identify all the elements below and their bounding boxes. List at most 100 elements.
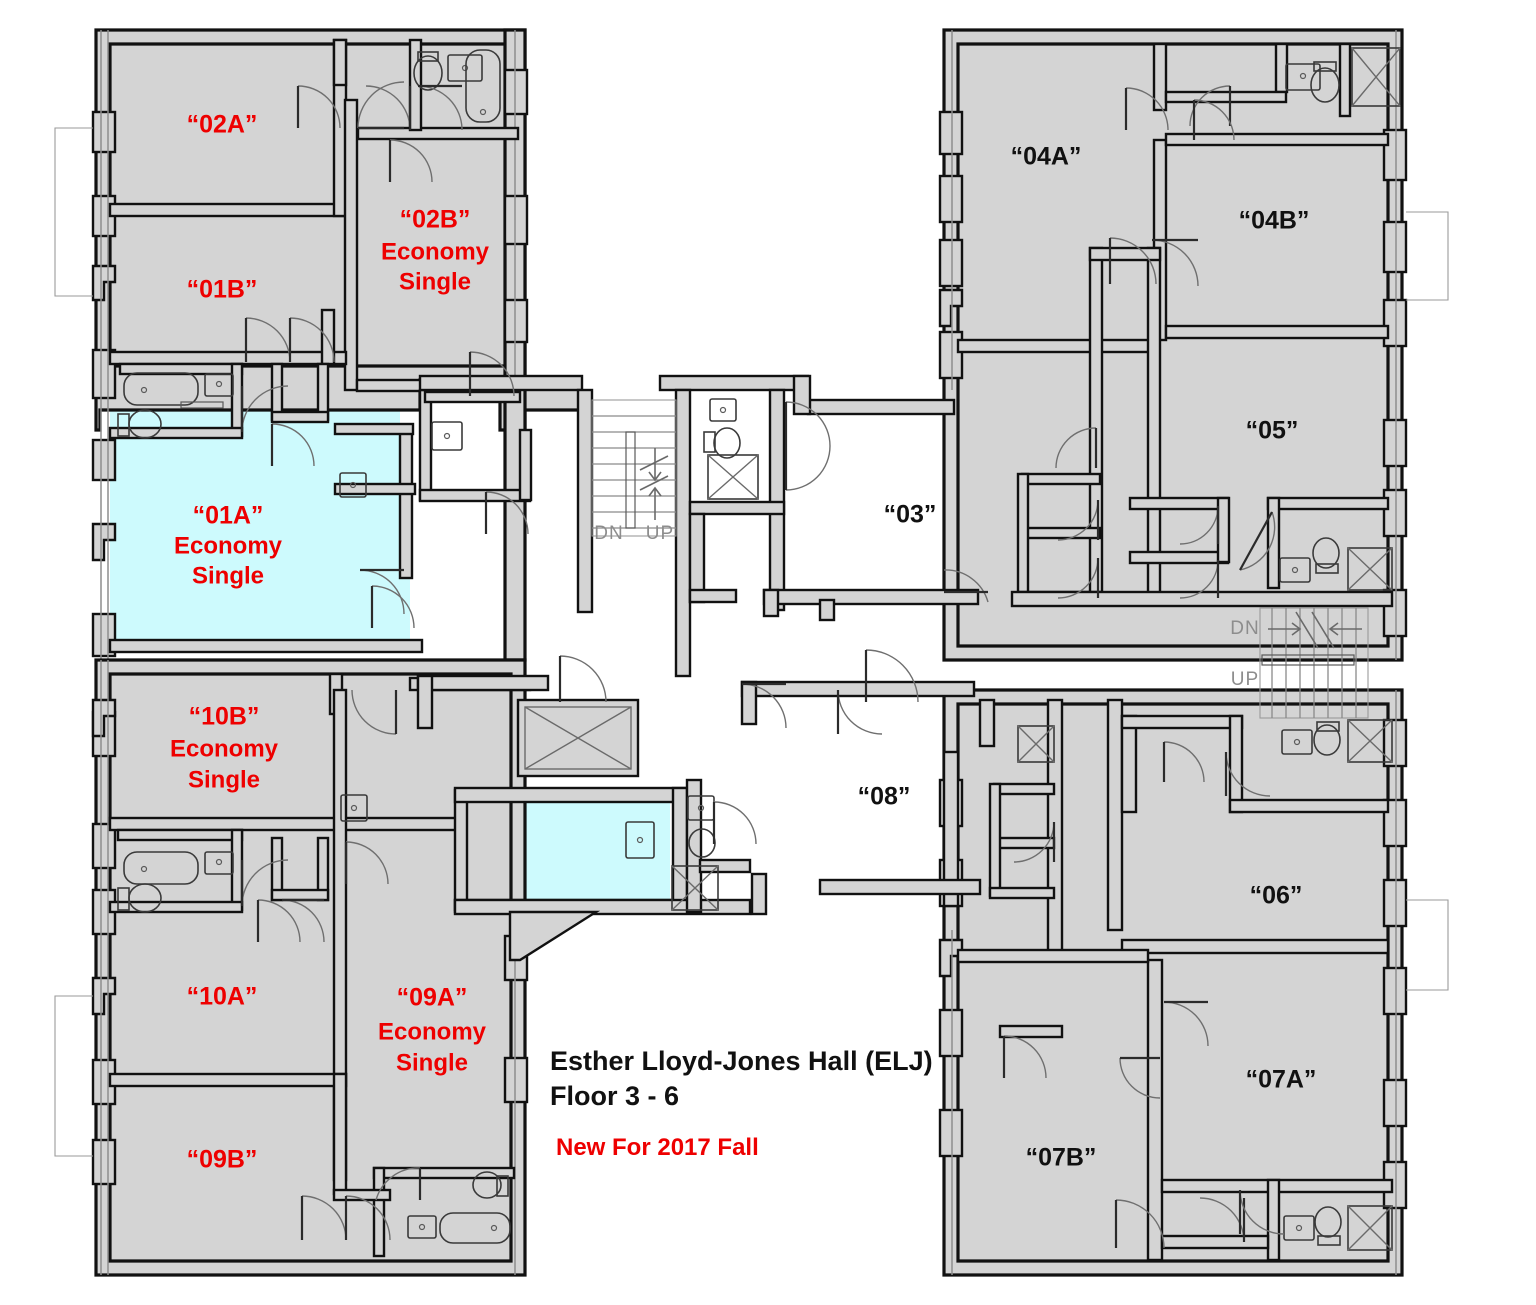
wall-corr-ur-w <box>1088 246 1104 602</box>
toilet-07 <box>1314 1206 1342 1238</box>
sink-09 <box>407 1215 437 1239</box>
exterior-pier-ur-l5 <box>938 330 964 380</box>
exterior-pier-ur-r3 <box>1382 298 1408 348</box>
wall-01A-nook-e <box>333 482 417 496</box>
exterior-pier-ll-7 <box>91 1138 117 1186</box>
balcony-ll <box>54 995 93 1157</box>
toilet-tank-01 <box>117 413 130 437</box>
wall-01A-east <box>398 428 414 580</box>
elevator-x-2 <box>524 706 632 770</box>
stair-east: DN UP <box>1230 607 1369 719</box>
wall-bath-10-south <box>108 900 244 914</box>
wall-08-south <box>818 878 982 896</box>
wall-01A-south <box>108 638 424 654</box>
exterior-pier-ul-r3 <box>503 298 529 344</box>
stair-west-arrow-up <box>648 486 662 520</box>
room-sub-09A-2: Single <box>396 1049 468 1076</box>
partitions-upper-right <box>956 42 1394 608</box>
wall-chamfer-ll <box>508 910 601 962</box>
wall-09-closet <box>332 1188 392 1202</box>
toilet-tank-09 <box>496 1175 509 1197</box>
wall-05-closet-w <box>1016 472 1030 604</box>
wall-vest-ul-s <box>418 488 532 503</box>
toilet-tank-07 <box>1317 1235 1341 1246</box>
toilet-04 <box>1310 67 1340 103</box>
exterior-pier-ur-r5 <box>1382 488 1408 538</box>
room-sub-02B-2: Single <box>399 268 471 295</box>
chase-west-core <box>707 454 759 500</box>
exterior-pier-ul-6 <box>91 522 117 562</box>
toilet-06 <box>1313 724 1341 756</box>
sink-ul-top <box>447 54 483 82</box>
exterior-pier-ul-r1 <box>503 68 529 116</box>
room-label-01A: “01A” <box>193 502 264 530</box>
bathtub-09 <box>439 1212 511 1244</box>
exterior-pier-ul-1 <box>91 110 117 154</box>
plumbing-fixtures <box>117 49 1342 1246</box>
central-core <box>416 374 996 962</box>
balcony-lr <box>1406 899 1449 991</box>
exterior-pier-ur-l1 <box>938 110 964 156</box>
wall-10B-south <box>108 816 458 832</box>
chase-05 <box>1347 547 1393 591</box>
sink-10 <box>204 851 234 875</box>
wall-bath-01-south <box>108 426 244 440</box>
wall-04-bath-s <box>1164 132 1390 147</box>
wall-04A-east <box>1152 42 1168 112</box>
toilet-05 <box>1312 537 1340 569</box>
wall-09B-north <box>108 1072 348 1088</box>
exterior-pier-lr-r2 <box>1382 798 1408 848</box>
wall-ur-south-spine <box>1010 590 1394 608</box>
fill-01A-nook <box>335 430 410 490</box>
exterior-pier-lr-r4 <box>1382 966 1408 1016</box>
room-sub-01A-1: Economy <box>174 532 283 559</box>
room-label-10A: “10A” <box>187 983 258 1011</box>
stair-west-rail <box>625 431 636 529</box>
stair-west-outline <box>591 399 677 537</box>
exterior-pier-lr-r3 <box>1382 878 1408 928</box>
wall-bath-09-west <box>372 1166 386 1258</box>
wall-bath-10-north <box>116 828 244 842</box>
sink-01 <box>204 373 234 397</box>
wall-svc-n <box>453 786 689 804</box>
wall-02B-west <box>343 98 359 392</box>
toilet-tank-04 <box>1313 61 1337 72</box>
chase-06 <box>1347 719 1393 763</box>
exterior-pier-ur-l2 <box>938 174 964 224</box>
floor-range: Floor 3 - 6 <box>550 1081 679 1111</box>
wall-05-closet-m <box>1020 526 1102 540</box>
room-label-09B: “09B” <box>187 1146 258 1174</box>
exterior-pier-ur-l4 <box>938 288 964 328</box>
exterior-pier-lr-l3 <box>938 938 964 978</box>
wall-core-lower-b <box>762 588 780 618</box>
wall-svc-e <box>671 786 689 914</box>
exterior-pier-ll-r2 <box>503 1056 529 1104</box>
wall-core-top-b <box>658 374 810 392</box>
stair-east-arrow-dn <box>1268 622 1302 636</box>
wall-05-int-c <box>1216 496 1231 564</box>
room-sub-10B-2: Single <box>188 766 260 793</box>
wall-core-vert <box>818 598 836 622</box>
wall-07B-north <box>956 948 1150 964</box>
toilet-tank-06 <box>1316 721 1340 732</box>
partitions-lower-right <box>956 698 1394 1262</box>
wall-06-bath-b <box>1120 714 1244 730</box>
room-label-09A: “09A” <box>397 984 468 1012</box>
wall-core-toilet-e <box>768 388 786 612</box>
wall-06-closet-s <box>988 886 1056 900</box>
wall-link-top <box>416 674 550 692</box>
toilet-ul-top <box>413 55 443 91</box>
wall-05-int-a <box>1128 496 1230 511</box>
wall-02A-south <box>108 202 348 218</box>
toilet-tank-ul-top <box>417 51 439 62</box>
stair-west-arrow-dn <box>648 448 662 482</box>
exterior-pier-ul-3 <box>91 264 117 302</box>
wall-02A-corridor <box>332 38 348 87</box>
wall-05-int-b <box>1128 550 1230 565</box>
wall-09B-east <box>332 1072 348 1196</box>
room-label-01B: “01B” <box>187 276 258 304</box>
wall-06-south <box>1120 938 1390 955</box>
room-label-03: “03” <box>884 501 937 529</box>
exterior-pier-ll-5 <box>91 976 117 1016</box>
sink-01A-nook <box>339 472 367 498</box>
